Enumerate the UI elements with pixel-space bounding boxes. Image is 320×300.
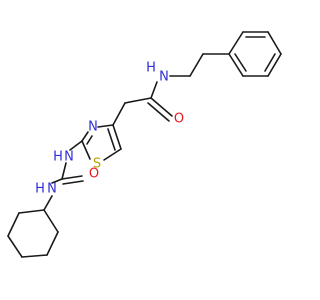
bond-benzene-3 bbox=[267, 31, 282, 55]
bond-benzene-4-inner bbox=[264, 53, 276, 72]
molecule-structure: N H O N S N H O N H bbox=[7, 31, 282, 258]
bond-benzene-6 bbox=[228, 53, 244, 77]
bond-thiazole-c4-c5-inner bbox=[107, 128, 116, 151]
amide-nitrogen-label: N bbox=[159, 70, 169, 85]
bonds bbox=[7, 31, 282, 258]
bond-benzene-1 bbox=[228, 31, 244, 55]
bond-thiazole-c2-n3 bbox=[81, 131, 89, 142]
urea-nitrogen-2-label: N bbox=[47, 182, 57, 197]
bond-ch2-thiazole bbox=[112, 102, 126, 126]
bond-thiazole-c4-c5 bbox=[112, 124, 122, 150]
thiazole-nitrogen-label: N bbox=[88, 120, 98, 135]
bond-nh-cyclohexyl bbox=[43, 195, 53, 211]
urea-hydrogen-2-label: H bbox=[35, 182, 45, 197]
bond-thiazole-c5-s bbox=[103, 148, 122, 161]
amide-oxygen-label: O bbox=[174, 112, 184, 127]
bond-cyclohexane-1 bbox=[43, 209, 59, 233]
bond-c2-nh bbox=[69, 140, 83, 151]
bond-thiazole-n3-c4 bbox=[97, 124, 114, 128]
bond-cyclohexane-3 bbox=[21, 254, 48, 258]
bond-cyclohexane-6 bbox=[18, 209, 45, 214]
bond-urea-c-nh bbox=[51, 178, 63, 184]
bond-carbonyl-ch2 bbox=[124, 97, 152, 104]
bond-n-carbonyl bbox=[150, 81, 158, 99]
bond-urea-c-o-double bbox=[62, 180, 84, 185]
bond-benzene-6-inner bbox=[234, 53, 247, 72]
bond-benzene-4 bbox=[267, 53, 282, 77]
urea-oxygen-label: O bbox=[89, 167, 99, 182]
bond-carbonyl-o-double bbox=[147, 102, 170, 122]
bond-cyclohexane-2 bbox=[46, 231, 59, 256]
atom-labels: N H O N S N H O N H bbox=[35, 61, 184, 197]
bond-urea-c-o bbox=[61, 175, 83, 180]
amide-hydrogen-label: H bbox=[146, 61, 156, 76]
thiazole-sulfur-label: S bbox=[93, 157, 101, 172]
bond-thiazole-c2-n3-inner bbox=[86, 135, 93, 145]
bond-cyclohexane-4 bbox=[7, 235, 23, 258]
bond-ch2-ch2 bbox=[189, 53, 204, 77]
urea-nitrogen-1-label: N bbox=[64, 150, 74, 165]
bond-cyclohexane-5 bbox=[7, 212, 20, 237]
bond-thiazole-s-c2 bbox=[81, 140, 91, 160]
urea-hydrogen-1-label: H bbox=[53, 150, 63, 165]
bond-carbonyl-o bbox=[150, 97, 173, 117]
bond-nh-urea-c bbox=[61, 162, 67, 180]
